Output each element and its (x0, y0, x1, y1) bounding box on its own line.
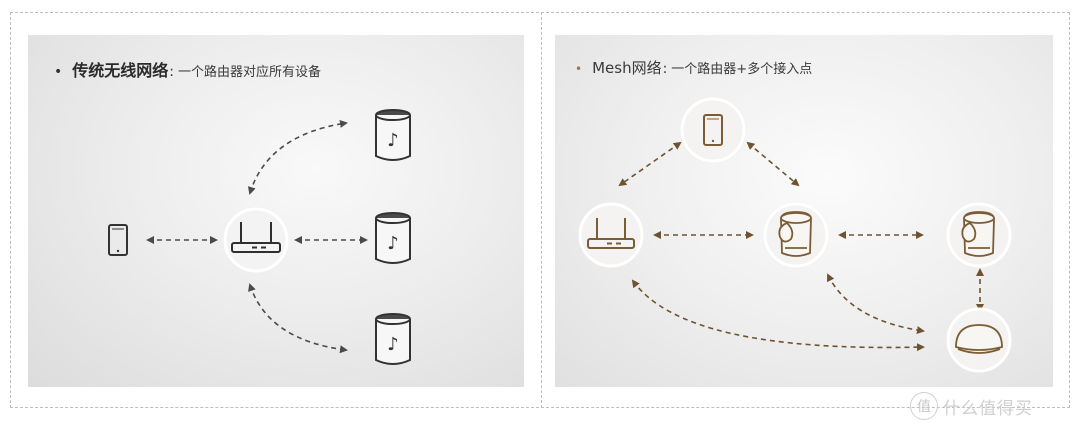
router-node (222, 206, 290, 274)
traditional-network-diagram: ♪ ♪ ♪ (108, 109, 411, 365)
access-point-node-1 (762, 201, 830, 269)
panel-divider (541, 12, 542, 408)
watermark: 值 什么值得买 (910, 392, 1033, 420)
speaker-middle-icon: ♪ (375, 212, 411, 264)
bullet: • (575, 62, 583, 76)
access-point-node-2 (945, 201, 1013, 269)
dome-speaker-node (945, 306, 1013, 374)
traditional-network-panel: ♪ ♪ ♪ • 传统无线网络 : 一个路由器对应所有设备 (28, 35, 524, 387)
phone-node (679, 96, 747, 164)
mesh-network-subtitle: 一个路由器+多个接入点 (671, 62, 813, 77)
router-node (577, 201, 645, 269)
watermark-badge-icon: 值 (910, 392, 938, 420)
dome-speaker-icon (955, 324, 1003, 354)
arrow-phone-ap1 (746, 141, 800, 187)
router-icon (587, 218, 635, 249)
access-point-icon (961, 211, 995, 257)
bullet: • (54, 64, 63, 80)
phone-icon (703, 114, 723, 146)
arrow-phone-router (618, 141, 682, 187)
svg-text:♪: ♪ (387, 334, 399, 355)
outer-dashed-frame (10, 12, 1070, 408)
title-colon: : (662, 61, 668, 77)
access-point-icon (778, 211, 812, 257)
arrow-router-speaker-top (247, 119, 348, 195)
speaker-bottom-icon: ♪ (375, 313, 411, 365)
svg-text:♪: ♪ (387, 233, 399, 254)
traditional-network-title: 传统无线网络 (72, 61, 169, 80)
title-colon: : (169, 64, 174, 80)
arrow-router-speaker (631, 279, 925, 352)
traditional-network-heading: • 传统无线网络 : 一个路由器对应所有设备 (54, 57, 321, 81)
mesh-network-title: Mesh网络 (592, 59, 662, 77)
watermark-text: 什么值得买 (943, 398, 1033, 419)
svg-text:♪: ♪ (387, 130, 399, 151)
traditional-network-subtitle: 一个路由器对应所有设备 (178, 65, 322, 80)
mesh-network-heading: • Mesh网络 : 一个路由器+多个接入点 (575, 57, 812, 78)
speaker-top-icon: ♪ (375, 109, 411, 161)
mesh-network-panel: • Mesh网络 : 一个路由器+多个接入点 (555, 35, 1053, 387)
arrow-ap1-speaker (827, 273, 925, 335)
phone-icon (108, 224, 128, 256)
mesh-network-diagram (577, 96, 1013, 374)
router-icon (231, 222, 281, 253)
arrow-router-speaker-bottom (248, 283, 348, 354)
